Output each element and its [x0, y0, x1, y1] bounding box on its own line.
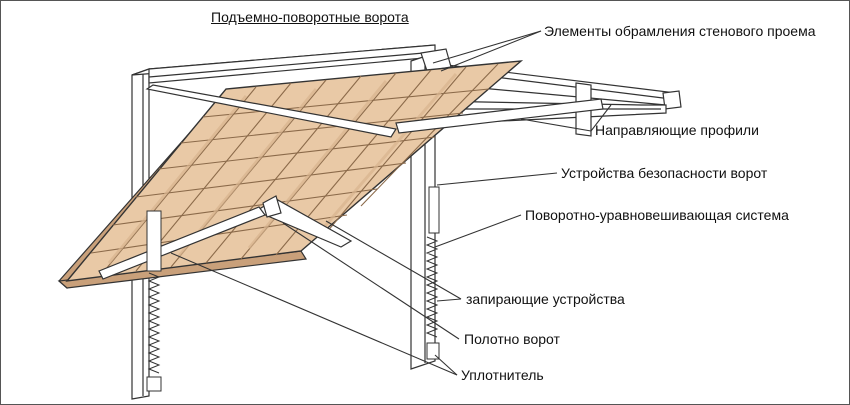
label-guide-profiles: Направляющие профили	[595, 122, 759, 138]
label-wall-frame: Элементы обрамления стенового проема	[544, 23, 816, 39]
left-spring	[146, 210, 162, 392]
door-leaf	[57, 60, 524, 289]
label-seal: Уплотнитель	[461, 367, 544, 383]
label-safety-devices: Устройства безопасности ворот	[561, 165, 768, 181]
balance-arms	[98, 84, 604, 280]
leader-lines	[170, 30, 612, 376]
right-spring	[425, 186, 440, 360]
diagram-title: Подъемно-поворотные ворота	[211, 9, 409, 25]
label-door-leaf: Полотно ворот	[464, 331, 560, 347]
wall-frame	[131, 44, 452, 400]
label-locking-devices: запирающие устройства	[466, 291, 625, 307]
label-balance-system: Поворотно-уравновешивающая система	[525, 207, 789, 223]
